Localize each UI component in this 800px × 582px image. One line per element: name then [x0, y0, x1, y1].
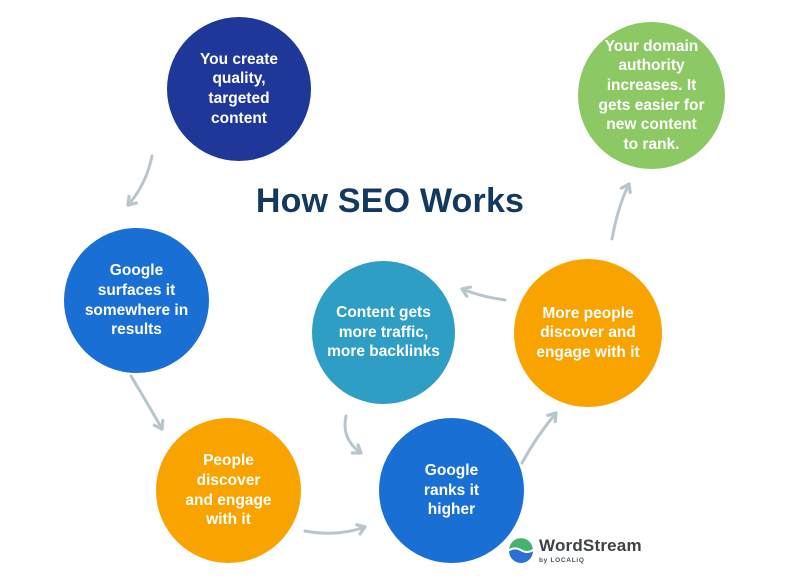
node-label: Google surfaces it somewhere in results [84, 262, 189, 339]
node-label: Your domain authority increases. It gets… [598, 37, 705, 153]
node-label: People discover and engage with it [185, 452, 272, 529]
node-label: Content gets more traffic, more backlink… [327, 304, 440, 361]
node-people-discover: People discover and engage with it [156, 418, 301, 563]
arrow-morepeople-to-traffic [460, 285, 507, 302]
wordstream-wave-icon [508, 538, 534, 563]
node-label: Google ranks it higher [423, 462, 480, 519]
node-label: You create quality, targeted content [199, 50, 279, 127]
node-content-traffic: Content gets more traffic, more backlink… [312, 261, 455, 404]
node-create-content: You create quality, targeted content [167, 17, 311, 161]
logo-text: WordStream by LOCALiQ [539, 536, 642, 564]
arrow-morepeople-to-authority [610, 182, 632, 241]
node-label: More people discover and engage with it [536, 304, 640, 361]
node-domain-authority: Your domain authority increases. It gets… [578, 22, 725, 169]
page-title: How SEO Works [255, 182, 525, 220]
node-more-people: More people discover and engage with it [514, 259, 662, 407]
arrow-create-to-surfaces [126, 154, 154, 207]
logo-brand: WordStream [539, 536, 642, 555]
node-google-surfaces: Google surfaces it somewhere in results [64, 228, 209, 373]
wordstream-logo: WordStream by LOCALiQ [508, 536, 642, 564]
arrow-people-to-ranks [303, 523, 367, 536]
node-google-ranks: Google ranks it higher [379, 418, 524, 563]
arrow-traffic-to-ranks [343, 414, 363, 455]
arrow-ranks-to-morepeople [520, 411, 558, 465]
logo-byline: by LOCALiQ [539, 556, 585, 564]
arrow-surfaces-to-people [129, 374, 165, 431]
